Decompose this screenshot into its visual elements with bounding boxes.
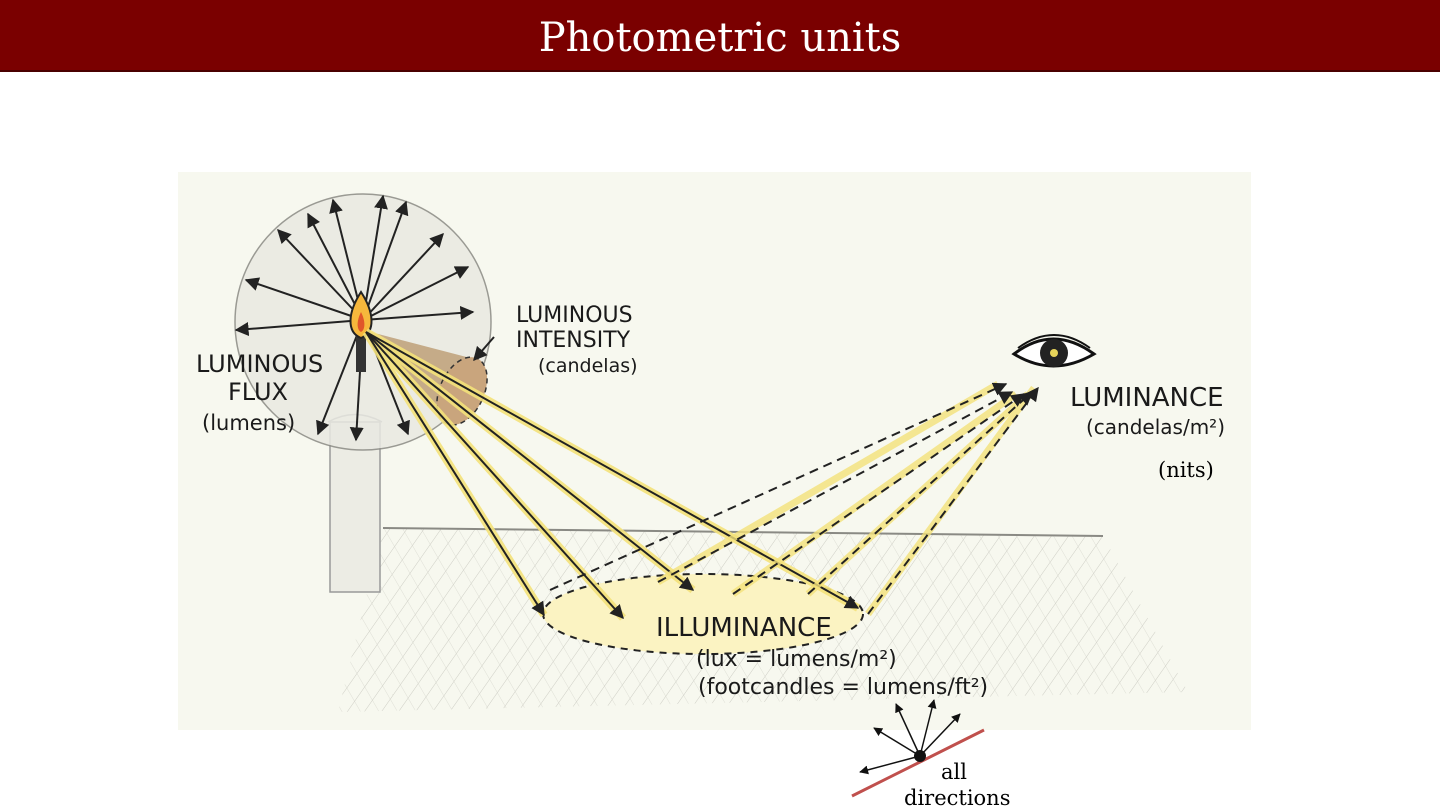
flux-label-group: LUMINOUS FLUX (lumens): [196, 350, 323, 435]
reflected-rays: [549, 380, 1039, 617]
intensity-unit-label: (candelas): [538, 355, 638, 377]
illuminance-label-group: ILLUMINANCE (lux = lumens/m²) (footcandl…: [656, 613, 988, 700]
all-directions-line2: directions: [904, 786, 1011, 810]
flux-unit-label: (lumens): [202, 411, 295, 435]
intensity-label-group: LUMINOUS INTENSITY (candelas): [516, 303, 638, 377]
nits-note: (nits): [1158, 458, 1214, 482]
illuminance-unit1-label: (lux = lumens/m²): [696, 647, 897, 672]
flux-label-line1: LUMINOUS: [196, 350, 323, 378]
slide-title: Photometric units: [538, 15, 902, 61]
photometric-sketch: LUMINOUS FLUX (lumens) LUMINOUS INTENSIT…: [178, 172, 1251, 730]
luminance-label-group: LUMINANCE (candelas/m²): [1070, 383, 1225, 439]
candle-icon: [349, 290, 373, 372]
luminance-label: LUMINANCE: [1070, 383, 1224, 413]
title-bar: Photometric units: [0, 0, 1440, 72]
illuminance-label: ILLUMINANCE: [656, 613, 832, 643]
flux-label-line2: FLUX: [228, 378, 288, 406]
intensity-label-line1: LUMINOUS: [516, 303, 633, 328]
all-directions-line1: all: [941, 760, 967, 784]
reflecting-surface: [851, 728, 985, 798]
intensity-label-line2: INTENSITY: [516, 328, 631, 353]
illuminance-unit2-label: (footcandles = lumens/ft²): [698, 675, 988, 700]
luminance-unit-label: (candelas/m²): [1086, 415, 1225, 439]
all-directions-diagram: [851, 699, 985, 798]
eye-icon: [1011, 334, 1097, 368]
